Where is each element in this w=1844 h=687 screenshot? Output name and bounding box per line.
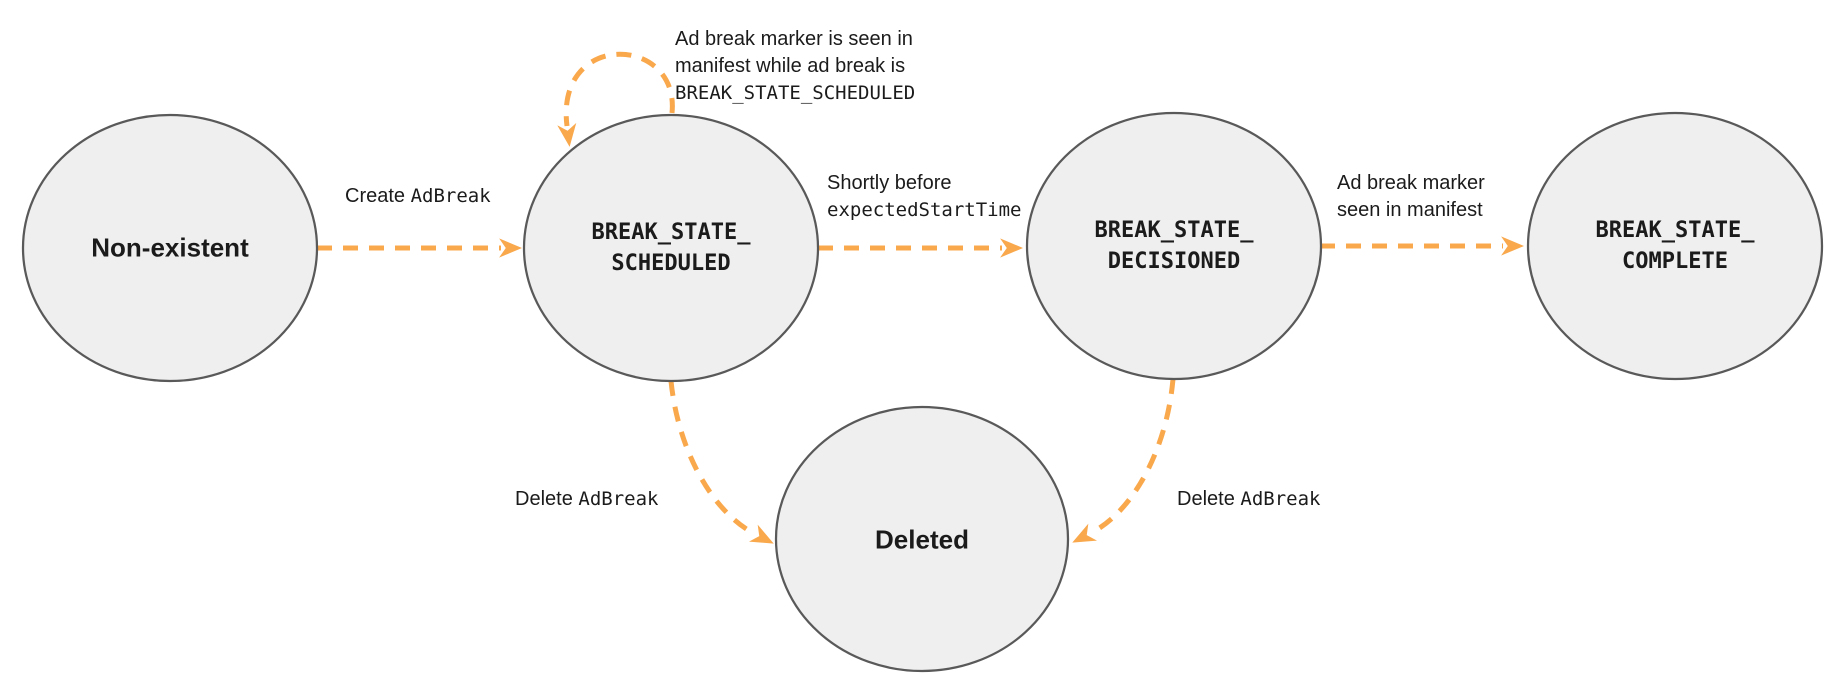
edge-label-marker-seen-line1: Ad break marker bbox=[1337, 172, 1485, 194]
edge-label-create-text: Create bbox=[345, 185, 411, 207]
edge-label-marker-seen-line2: seen in manifest bbox=[1337, 199, 1483, 221]
node-label-non-existent: Non-existent bbox=[91, 232, 249, 263]
edge-label-delete-right-code: AdBreak bbox=[1240, 488, 1321, 510]
node-label-deleted: Deleted bbox=[875, 524, 969, 555]
node-label-complete-line2: COMPLETE bbox=[1622, 249, 1728, 274]
edge-label-delete-left-text: Delete bbox=[515, 488, 579, 510]
node-label-complete-line1: BREAK_STATE_ bbox=[1595, 218, 1755, 243]
node-label-decisioned-line2: DECISIONED bbox=[1107, 249, 1241, 274]
edge-label-self-loop-line2: manifest while ad break is bbox=[675, 55, 906, 77]
edge-label-shortly-before: Shortly before expectedStartTime bbox=[827, 170, 1021, 224]
edge-label-delete-right-text: Delete bbox=[1177, 488, 1241, 510]
state-node-non-existent bbox=[21, 113, 319, 383]
edge-label-delete-right: Delete AdBreak bbox=[1177, 486, 1320, 513]
edge-label-create-adbreak: Create AdBreak bbox=[345, 183, 491, 210]
edge-label-delete-left: Delete AdBreak bbox=[515, 486, 658, 513]
edge-label-self-loop: Ad break marker is seen in manifest whil… bbox=[675, 26, 915, 107]
node-label-complete: BREAK_STATE_ COMPLETE bbox=[1528, 215, 1822, 277]
edge-decisioned-to-deleted bbox=[1072, 378, 1176, 543]
state-node-deleted bbox=[774, 405, 1070, 673]
node-label-scheduled-line1: BREAK_STATE_ bbox=[591, 220, 751, 245]
edge-label-shortly-before-code: expectedStartTime bbox=[827, 199, 1022, 221]
state-node-complete bbox=[1526, 111, 1824, 381]
edge-label-marker-seen: Ad break marker seen in manifest bbox=[1337, 170, 1485, 224]
node-label-decisioned-line1: BREAK_STATE_ bbox=[1094, 218, 1254, 243]
state-node-scheduled bbox=[522, 113, 820, 383]
edge-label-self-loop-line1: Ad break marker is seen in bbox=[675, 28, 913, 50]
state-node-decisioned bbox=[1025, 111, 1323, 381]
node-label-decisioned: BREAK_STATE_ DECISIONED bbox=[1027, 215, 1321, 277]
node-label-scheduled-line2: SCHEDULED bbox=[611, 251, 731, 276]
edge-label-delete-left-code: AdBreak bbox=[578, 488, 659, 510]
edge-self-loop-scheduled bbox=[557, 51, 675, 147]
edge-label-self-loop-code: BREAK_STATE_SCHEDULED bbox=[675, 82, 916, 104]
edge-label-create-code: AdBreak bbox=[410, 185, 491, 207]
edge-scheduled-to-deleted bbox=[668, 380, 774, 544]
edge-label-shortly-before-line1: Shortly before bbox=[827, 172, 952, 194]
node-label-scheduled: BREAK_STATE_ SCHEDULED bbox=[524, 217, 818, 279]
